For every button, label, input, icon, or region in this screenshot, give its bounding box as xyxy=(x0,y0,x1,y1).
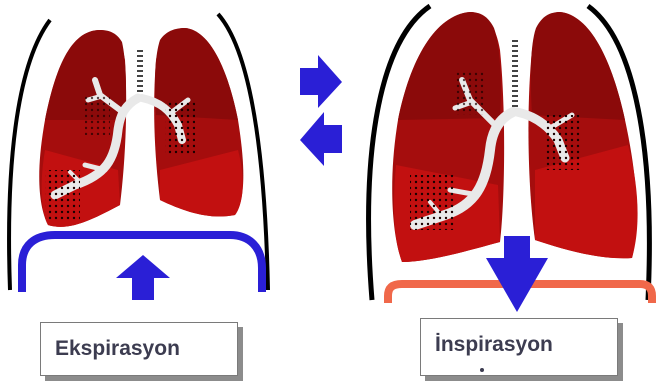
expiration-label-text: Ekspirasyon xyxy=(55,337,180,361)
inspiration-label-text: İnspirasyon xyxy=(435,333,553,357)
arrow-down-icon xyxy=(486,236,548,312)
arrow-right-icon xyxy=(300,55,342,108)
inspiration-label: İnspirasyon xyxy=(420,318,618,376)
expiration-panel xyxy=(9,14,268,300)
arrow-left-icon xyxy=(300,112,342,166)
decorative-dot xyxy=(480,368,484,372)
expiration-label: Ekspirasyon xyxy=(40,322,238,376)
arrow-up-icon xyxy=(116,255,170,300)
inspiration-panel xyxy=(369,6,652,312)
